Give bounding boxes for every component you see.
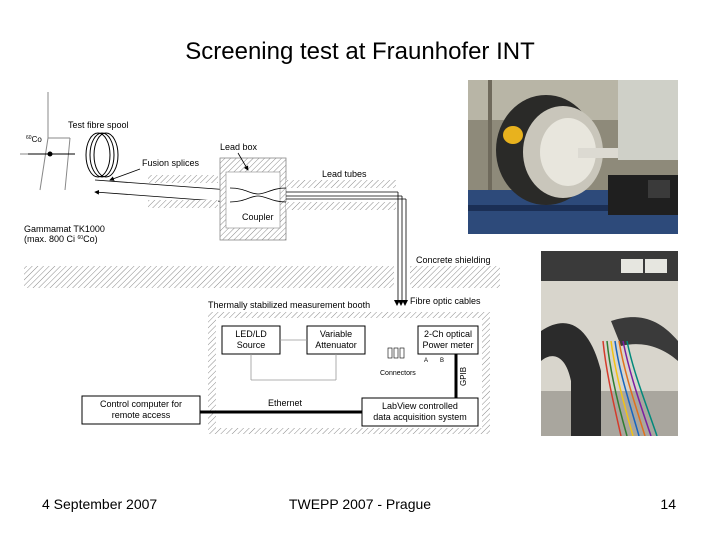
page-number: 14 <box>660 496 676 512</box>
gammamat-label: Gammamat TK1000 <box>24 224 105 234</box>
concrete-shielding-label: Concrete shielding <box>416 255 491 265</box>
gpib-label: GPIB <box>459 367 468 386</box>
irradiation-setup-diagram: 60Co Test fibre spool Fusion splices Lea… <box>20 92 500 434</box>
svg-text:Variable: Variable <box>320 329 352 339</box>
booth-label: Thermally stabilized measurement booth <box>208 300 370 310</box>
channel-shield <box>148 175 218 208</box>
slide-title: Screening test at Fraunhofer INT <box>185 38 535 65</box>
lead-tubes-label: Lead tubes <box>322 169 367 179</box>
svg-text:LabView controlled: LabView controlled <box>382 401 458 411</box>
svg-text:data acquisition system: data acquisition system <box>373 412 467 422</box>
svg-text:LED/LD: LED/LD <box>235 329 267 339</box>
fibre-optic-cables-label: Fibre optic cables <box>410 296 481 306</box>
gammamat-activity-label: (max. 800 Ci 60Co) <box>24 234 98 244</box>
footer-event: TWEPP 2007 - Prague <box>288 496 432 512</box>
ethernet-label: Ethernet <box>268 398 303 408</box>
svg-text:Control computer for: Control computer for <box>100 399 182 409</box>
coupler <box>229 187 287 203</box>
fibre-cables-photo <box>541 251 678 436</box>
svg-text:remote access: remote access <box>112 410 171 420</box>
co-source-label: 60Co <box>26 135 42 144</box>
lead-box-label: Lead box <box>220 142 258 152</box>
irradiator-photo <box>468 80 678 234</box>
channel-a-label: A <box>424 358 428 364</box>
test-fibre-spool <box>85 132 119 178</box>
channel-b-label: B <box>440 358 444 364</box>
svg-text:Attenuator: Attenuator <box>315 340 357 350</box>
connectors-label: Connectors <box>380 370 416 377</box>
fusion-splices-label: Fusion splices <box>142 158 200 168</box>
control-computer-box: Control computer for remote access <box>81 395 201 425</box>
power-meter-box: 2-Ch optical Power meter <box>417 325 479 355</box>
led-ld-source-box: LED/LD Source <box>221 325 281 355</box>
svg-text:Source: Source <box>237 340 266 350</box>
gammamat-source-shield <box>20 92 75 191</box>
variable-attenuator-box: Variable Attenuator <box>306 325 366 355</box>
labview-system-box: LabView controlled data acquisition syst… <box>361 397 479 427</box>
footer-date: 4 September 2007 <box>42 496 158 512</box>
test-fibre-spool-label: Test fibre spool <box>68 120 129 130</box>
connectors <box>387 347 405 359</box>
concrete-shielding <box>24 266 500 288</box>
lead-tubes <box>286 180 407 302</box>
coupler-label: Coupler <box>242 212 274 222</box>
svg-text:2-Ch optical: 2-Ch optical <box>424 329 472 339</box>
svg-text:Power meter: Power meter <box>422 340 473 350</box>
